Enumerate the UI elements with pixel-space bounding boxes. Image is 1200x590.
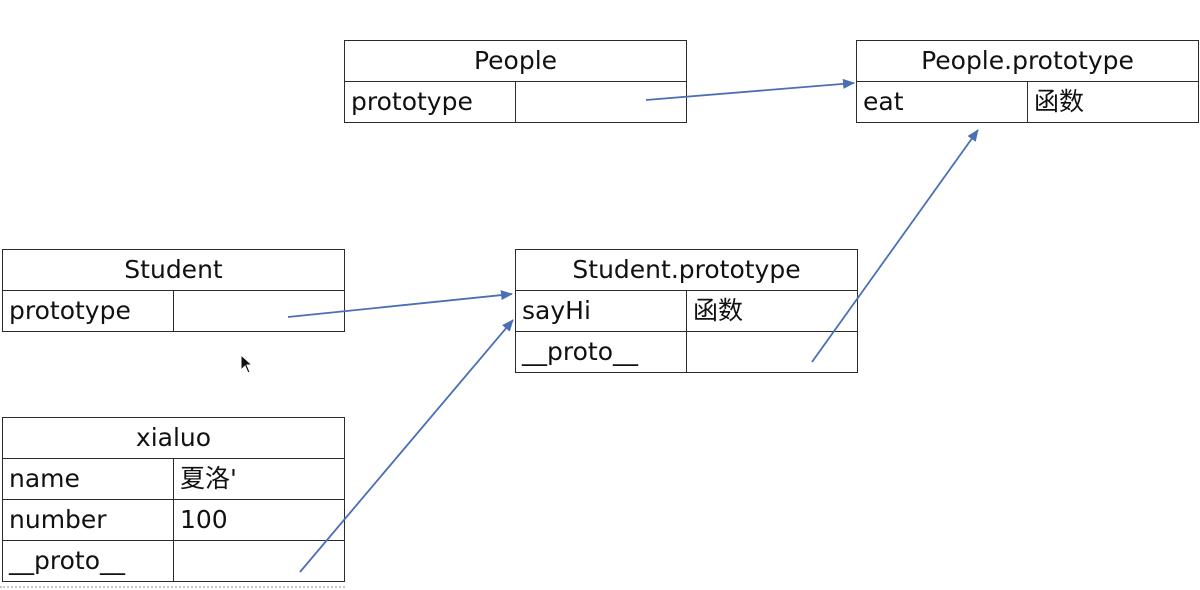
table-row: sayHi 函数 xyxy=(515,290,859,332)
people-prototype-eat-key: eat xyxy=(856,81,1028,123)
people-prototype-title: People.prototype xyxy=(856,40,1199,82)
people-prototype-key: prototype xyxy=(344,81,516,123)
table-row: __proto__ xyxy=(515,331,859,373)
student-prototype-proto-value xyxy=(685,331,859,373)
xialuo-title: xialuo xyxy=(2,417,345,459)
student-title: Student xyxy=(1,249,346,291)
mouse-cursor-icon xyxy=(240,354,254,374)
xialuo-number-value: 100 xyxy=(173,499,345,541)
bottom-dotted-edge xyxy=(0,586,345,588)
student-prototype-title: Student.prototype xyxy=(514,249,859,291)
student-prototype-value xyxy=(172,290,346,332)
table-row: name 夏洛' xyxy=(2,458,345,500)
xialuo-number-key: number xyxy=(2,499,174,541)
xialuo-name-value: 夏洛' xyxy=(173,458,345,500)
student-prototype-sayhi-value: 函数 xyxy=(685,290,859,332)
student-prototype-proto-key: __proto__ xyxy=(515,331,687,373)
xialuo-name-key: name xyxy=(2,458,174,500)
people-title: People xyxy=(344,40,687,82)
student-table: Student prototype xyxy=(1,249,346,332)
student-prototype-table: Student.prototype sayHi 函数 __proto__ xyxy=(514,249,859,373)
table-row: prototype xyxy=(344,81,687,123)
people-prototype-table: People.prototype eat 函数 xyxy=(856,40,1199,123)
xialuo-table: xialuo name 夏洛' number 100 __proto__ xyxy=(2,417,345,582)
student-prototype-sayhi-key: sayHi xyxy=(515,290,687,332)
table-row: number 100 xyxy=(2,499,345,541)
people-prototype-value xyxy=(515,81,687,123)
table-row: eat 函数 xyxy=(856,81,1199,123)
xialuo-proto-value xyxy=(173,540,345,582)
student-prototype-key: prototype xyxy=(2,290,174,332)
xialuo-proto-key: __proto__ xyxy=(2,540,174,582)
people-prototype-eat-value: 函数 xyxy=(1027,81,1199,123)
people-table: People prototype xyxy=(344,40,687,123)
table-row: __proto__ xyxy=(2,540,345,582)
table-row: prototype xyxy=(2,290,346,332)
